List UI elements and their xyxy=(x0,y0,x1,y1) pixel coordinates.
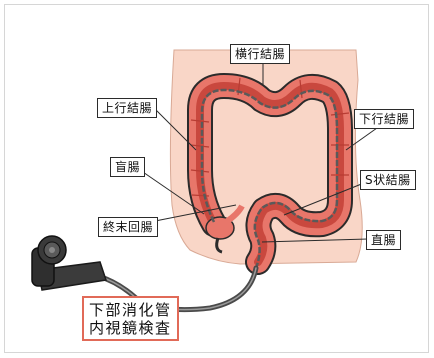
label-terminal-ileum: 終末回腸 xyxy=(98,217,158,237)
title-line-1: 下部消化管 xyxy=(89,301,172,319)
endoscope-handle xyxy=(32,236,106,290)
label-ascending-colon: 上行結腸 xyxy=(97,98,157,118)
label-sigmoid-colon: S状結腸 xyxy=(360,170,416,190)
label-rectum: 直腸 xyxy=(366,230,401,250)
label-cecum: 盲腸 xyxy=(110,157,145,177)
label-descending-colon: 下行結腸 xyxy=(354,109,414,129)
procedure-title: 下部消化管 内視鏡検査 xyxy=(82,296,179,341)
title-line-2: 内視鏡検査 xyxy=(89,319,172,337)
label-transverse-colon: 横行結腸 xyxy=(230,44,290,64)
